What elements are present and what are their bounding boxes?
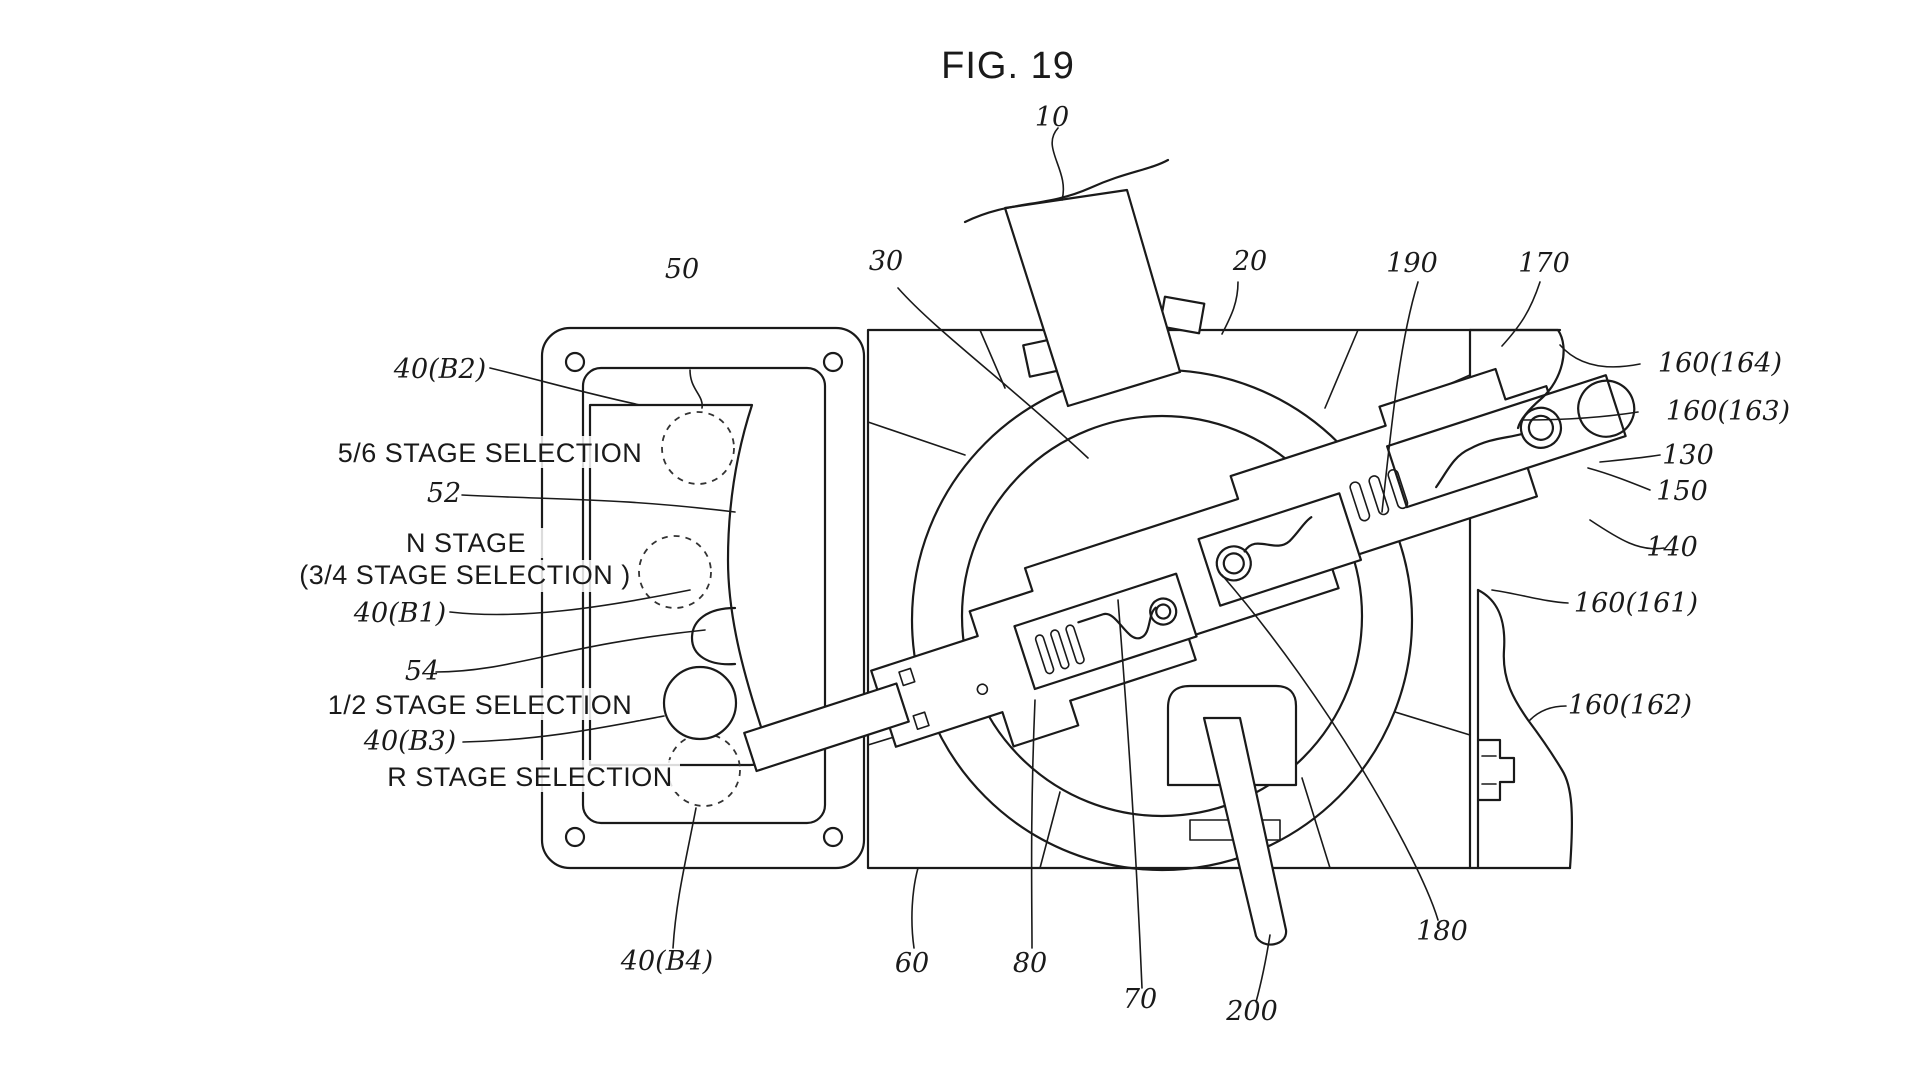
- ref-10: 10: [1035, 102, 1069, 133]
- label-1-2-stage: 1/2 STAGE SELECTION: [328, 690, 633, 720]
- ref-50: 50: [665, 254, 699, 285]
- label-n-stage-sub: (3/4 STAGE SELECTION ): [299, 560, 631, 590]
- knob-b3: [662, 665, 738, 741]
- ref-20: 20: [1232, 246, 1267, 277]
- actuator-200: [1166, 684, 1298, 946]
- ref-70: 70: [1123, 984, 1157, 1015]
- ref-40-b3: 40(B3): [363, 726, 456, 757]
- leader-lines: [435, 127, 1665, 1003]
- label-5-6-stage: 5/6 STAGE SELECTION: [338, 438, 643, 468]
- ref-160-161: 160(161): [1574, 588, 1698, 619]
- ref-160-162: 160(162): [1568, 690, 1692, 721]
- ref-60: 60: [895, 948, 929, 979]
- ref-40-b4: 40(B4): [620, 946, 713, 977]
- ref-52: 52: [427, 478, 461, 509]
- ref-80: 80: [1013, 948, 1047, 979]
- ref-160-163: 160(163): [1666, 396, 1790, 427]
- label-n-stage: N STAGE: [406, 528, 526, 558]
- ref-130: 130: [1662, 440, 1714, 471]
- figure-title: FIG. 19: [941, 45, 1075, 87]
- ref-54: 54: [405, 656, 439, 687]
- label-r-stage: R STAGE SELECTION: [387, 762, 673, 792]
- ref-200: 200: [1225, 996, 1278, 1027]
- ref-160-164: 160(164): [1658, 348, 1782, 379]
- ref-170: 170: [1518, 248, 1570, 279]
- stage-labels: 5/6 STAGE SELECTION N STAGE (3/4 STAGE S…: [292, 436, 680, 792]
- ref-140: 140: [1646, 532, 1698, 563]
- ref-30: 30: [869, 246, 903, 277]
- detent-b2: [661, 411, 735, 485]
- ref-40-b2: 40(B2): [393, 354, 486, 385]
- lever-10: [963, 158, 1182, 408]
- detent-b1: [638, 535, 712, 609]
- ref-40-b1: 40(B1): [353, 598, 446, 629]
- ref-190: 190: [1386, 248, 1438, 279]
- shift-body: [743, 367, 1636, 773]
- ref-180: 180: [1416, 916, 1468, 947]
- side-plate-160: [1468, 328, 1573, 870]
- ref-150: 150: [1656, 476, 1708, 507]
